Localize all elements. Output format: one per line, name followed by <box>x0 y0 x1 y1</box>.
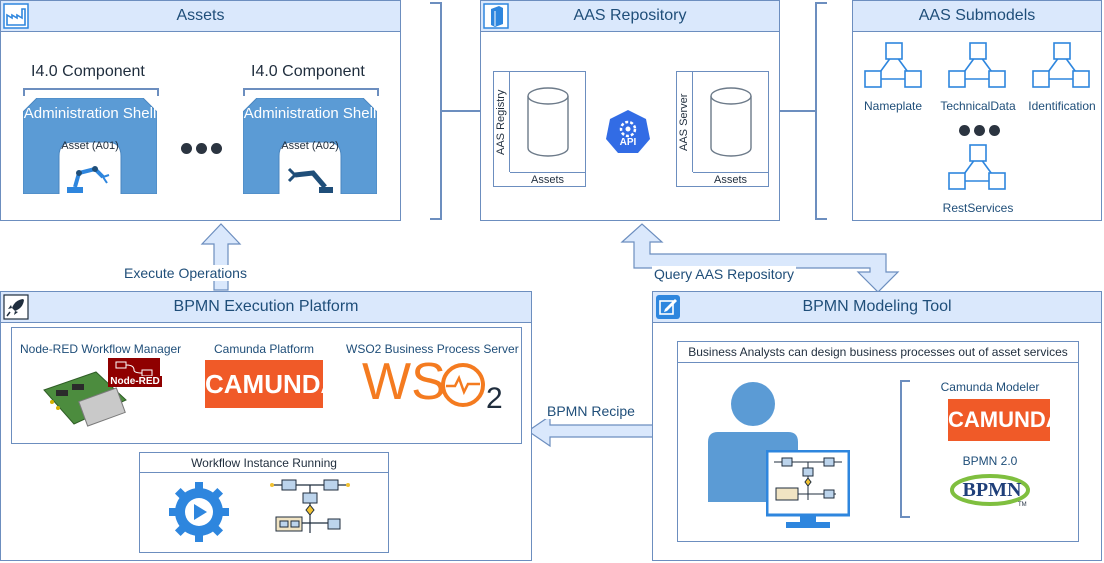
execute-operations-arrow <box>200 223 242 291</box>
execution-panel-header: BPMN Execution Platform <box>1 292 531 323</box>
separator-bracket-left <box>430 2 442 220</box>
wso2-logo-ws: WS <box>362 353 446 411</box>
workflow-instance-header: Workflow Instance Running <box>140 453 388 473</box>
wso2-title: WSO2 Business Process Server <box>346 342 519 356</box>
modeler-bracket <box>900 380 910 518</box>
submodels-panel-title: AAS Submodels <box>918 7 1036 24</box>
rocket-icon <box>3 294 29 320</box>
admin-shell-1-text: Administration Shell Asset (A01) <box>23 98 157 194</box>
component-label-2: I4.0 Component <box>251 63 365 80</box>
factory-icon <box>3 3 29 29</box>
admin-shell-1-title: Administration Shell <box>23 105 157 122</box>
submodel-technicaldata: TechnicalData <box>940 99 1016 113</box>
workflow-instance-title: Workflow Instance Running <box>191 456 337 470</box>
submodel-nameplate: Nameplate <box>863 99 923 113</box>
server-assets-label: Assets <box>713 174 747 186</box>
modeling-inner-box: Business Analysts can design business pr… <box>677 341 1079 542</box>
camunda-modeler-logo: CAMUNDA <box>948 399 1062 441</box>
bpmn-recipe-arrow <box>526 414 655 448</box>
registry-assets-bar: Assets <box>510 172 585 187</box>
component-label-1: I4.0 Component <box>31 63 145 80</box>
component-bracket-1 <box>23 88 159 96</box>
aas-server-box: AAS Server Assets <box>676 71 769 187</box>
camunda-modeler-title: Camunda Modeler <box>940 380 1040 394</box>
server-assets-bar: Assets <box>693 172 768 187</box>
query-repository-label: Query AAS Repository <box>652 266 797 282</box>
camunda-platform-logo: CAMUNDA <box>205 360 339 408</box>
modeling-panel-header: BPMN Modeling Tool <box>653 292 1101 323</box>
server-label: AAS Server <box>678 93 690 151</box>
execute-operations-label: Execute Operations <box>122 265 249 281</box>
wso2-pulse-icon <box>441 363 485 407</box>
query-repository-arrow <box>620 223 900 293</box>
admin-shell-2 <box>243 98 377 194</box>
separator-bracket-right <box>815 2 827 220</box>
nodered-board-icon <box>43 371 127 427</box>
registry-label: AAS Registry <box>495 89 507 155</box>
server-icon <box>483 3 509 29</box>
nodered-logo-text: Node-RED <box>108 376 162 387</box>
server-database-icon <box>710 87 752 157</box>
execution-panel-title: BPMN Execution Platform <box>173 298 359 315</box>
bpmn-logo-text: BPMN <box>962 479 1022 501</box>
aas-registry-box: AAS Registry Assets <box>493 71 586 187</box>
camunda-platform-title: Camunda Platform <box>214 342 315 356</box>
separator-tick-right <box>780 110 815 112</box>
submodel-ellipsis <box>957 123 1002 141</box>
api-icon <box>606 110 650 153</box>
submodel-cube-icon <box>1032 42 1090 88</box>
wso2-logo: WS 2 <box>362 353 512 415</box>
registry-assets-label: Assets <box>530 174 564 186</box>
asset-2-label: Asset (A02) <box>281 140 339 152</box>
repository-panel-title: AAS Repository <box>573 7 687 24</box>
bpmn-tm: TM <box>1018 502 1027 508</box>
submodels-panel-header: AAS Submodels <box>853 1 1101 32</box>
admin-shell-2-title: Administration Shell <box>243 105 377 122</box>
engines-box: Node-RED Workflow Manager Node-RED Camun… <box>11 327 522 444</box>
bpmn-recipe-label: BPMN Recipe <box>545 403 637 419</box>
modeling-panel-title: BPMN Modeling Tool <box>802 298 952 315</box>
edit-icon <box>656 295 680 319</box>
bpmn-logo-icon <box>950 474 1030 506</box>
submodel-cube-icon <box>948 42 1006 88</box>
submodel-cube-icon <box>948 144 1006 190</box>
flow-diagram-icon <box>270 479 350 533</box>
monitor-icon <box>766 450 850 528</box>
robot-arm-icon <box>67 166 110 193</box>
assets-panel-header: Assets <box>1 1 400 32</box>
registry-label-strip: AAS Registry <box>494 72 510 172</box>
admin-shell-2-text: Administration Shell Asset (A02) <box>243 98 377 194</box>
wso2-logo-2: 2 <box>486 382 503 415</box>
execution-panel: BPMN Execution Platform Node-RED Workflo… <box>0 291 532 561</box>
api-label: API <box>619 137 637 148</box>
modeling-caption: Business Analysts can design business pr… <box>688 345 1068 359</box>
submodel-cube-icon <box>864 42 922 88</box>
assets-panel-title: Assets <box>176 7 225 24</box>
repository-panel-header: AAS Repository <box>481 1 779 32</box>
bpmn-title: BPMN 2.0 <box>962 454 1018 468</box>
server-label-strip: AAS Server <box>677 72 693 172</box>
ellipsis-dots <box>179 141 224 159</box>
submodel-identification: Identification <box>1028 99 1096 113</box>
gripper-arm-icon <box>287 167 333 193</box>
modeling-panel: BPMN Modeling Tool Business Analysts can… <box>652 291 1102 561</box>
separator-tick-left <box>442 110 480 112</box>
nodered-title: Node-RED Workflow Manager <box>20 342 182 356</box>
asset-1-label: Asset (A01) <box>61 140 119 152</box>
play-gear-icon <box>169 482 229 542</box>
submodels-panel: AAS Submodels Nameplate TechnicalData Id… <box>852 0 1102 221</box>
workflow-instance-box: Workflow Instance Running <box>139 452 389 553</box>
admin-shell-1 <box>23 98 157 194</box>
assets-panel: Assets I4.0 Component Administration She… <box>0 0 401 221</box>
repository-panel: AAS Repository AAS Registry Assets API A… <box>480 0 780 221</box>
registry-database-icon <box>527 87 569 157</box>
submodel-restservices: RestServices <box>942 201 1014 215</box>
modeling-caption-bar: Business Analysts can design business pr… <box>678 342 1078 363</box>
component-bracket-2 <box>243 88 379 96</box>
